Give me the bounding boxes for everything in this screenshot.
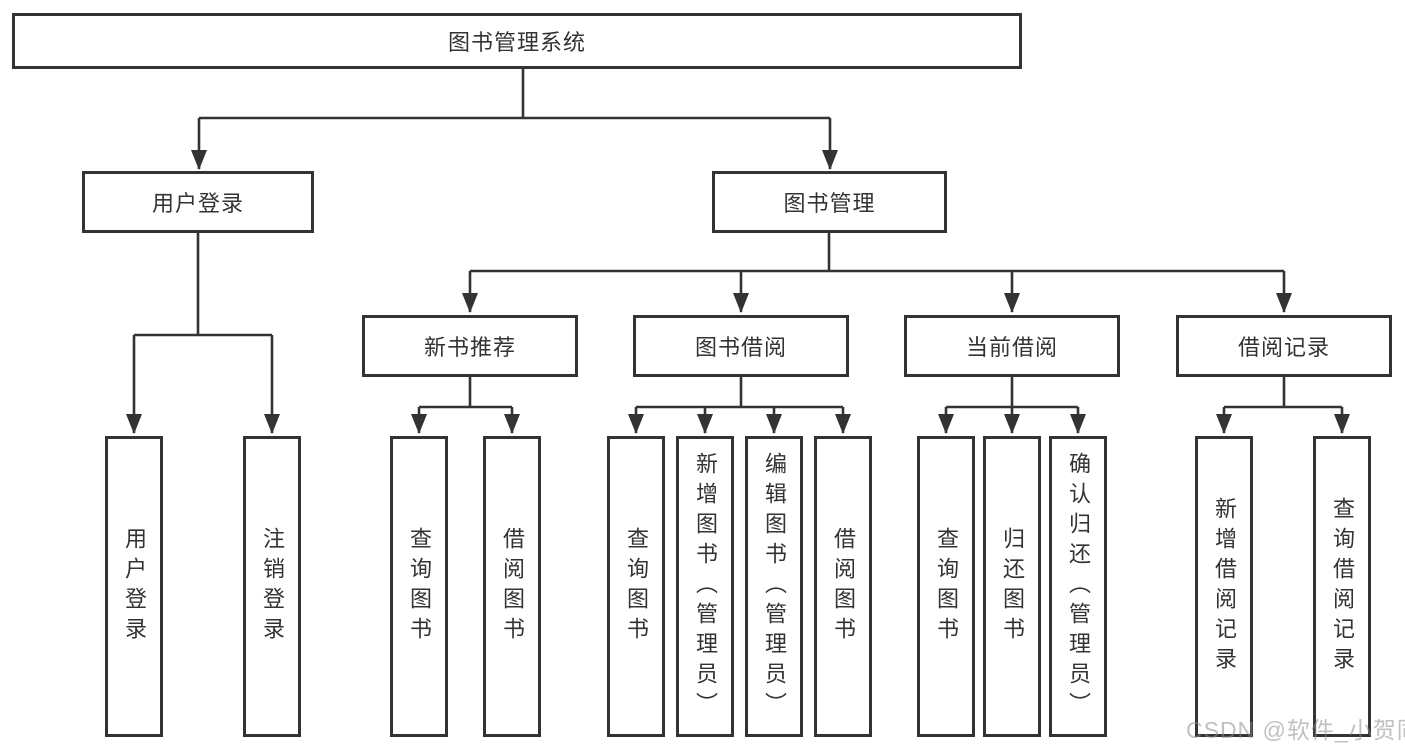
node-label: 新书推荐 [423, 335, 516, 360]
node-label: 图书管理系统 [447, 30, 586, 55]
leaf-br-query-record: 查询借阅记录 [1313, 436, 1371, 737]
leaf-bb-borrow-books: 借阅图书 [814, 436, 872, 737]
node-label: 借阅记录 [1237, 335, 1330, 360]
leaf-nbr-borrow-books: 借阅图书 [483, 436, 541, 737]
node-label: 查询图书 [934, 526, 959, 647]
node-label: 新增借阅记录 [1212, 496, 1237, 677]
node-book-borrow: 图书借阅 [633, 315, 849, 377]
node-label: 新增图书（管理员） [693, 451, 718, 722]
node-label: 归还图书 [1000, 526, 1025, 647]
node-label: 借阅图书 [831, 526, 856, 647]
leaf-bb-edit-books-admin: 编辑图书（管理员） [745, 436, 803, 737]
node-label: 注销登录 [260, 526, 285, 647]
leaf-br-add-record: 新增借阅记录 [1195, 436, 1253, 737]
node-label: 当前借阅 [965, 335, 1058, 360]
node-label: 图书借阅 [694, 335, 787, 360]
node-label: 查询图书 [407, 526, 432, 647]
leaf-cb-query-books: 查询图书 [917, 436, 975, 737]
leaf-bb-query-books: 查询图书 [607, 436, 665, 737]
node-current-borrow: 当前借阅 [904, 315, 1120, 377]
leaf-cb-return-books: 归还图书 [983, 436, 1041, 737]
node-label: 用户登录 [151, 191, 244, 216]
leaf-nbr-query-books: 查询图书 [390, 436, 448, 737]
node-book-management: 图书管理 [712, 171, 947, 233]
node-label: 查询图书 [624, 526, 649, 647]
node-label: 编辑图书（管理员） [762, 451, 787, 722]
node-label: 查询借阅记录 [1330, 496, 1355, 677]
leaf-logout: 注销登录 [243, 436, 301, 737]
leaf-cb-confirm-return-admin: 确认归还（管理员） [1049, 436, 1107, 737]
node-new-book-recommend: 新书推荐 [362, 315, 578, 377]
node-label: 图书管理 [783, 191, 876, 216]
node-library-management-system: 图书管理系统 [12, 13, 1022, 69]
node-label: 确认归还（管理员） [1066, 451, 1091, 722]
leaf-user-login: 用户登录 [105, 436, 163, 737]
node-user-login: 用户登录 [82, 171, 314, 233]
node-borrow-records: 借阅记录 [1176, 315, 1392, 377]
node-label: 用户登录 [122, 526, 147, 647]
node-label: 借阅图书 [500, 526, 525, 647]
csdn-watermark: CSDN @软件_小贺同学 [1186, 717, 1405, 743]
leaf-bb-add-books-admin: 新增图书（管理员） [676, 436, 734, 737]
